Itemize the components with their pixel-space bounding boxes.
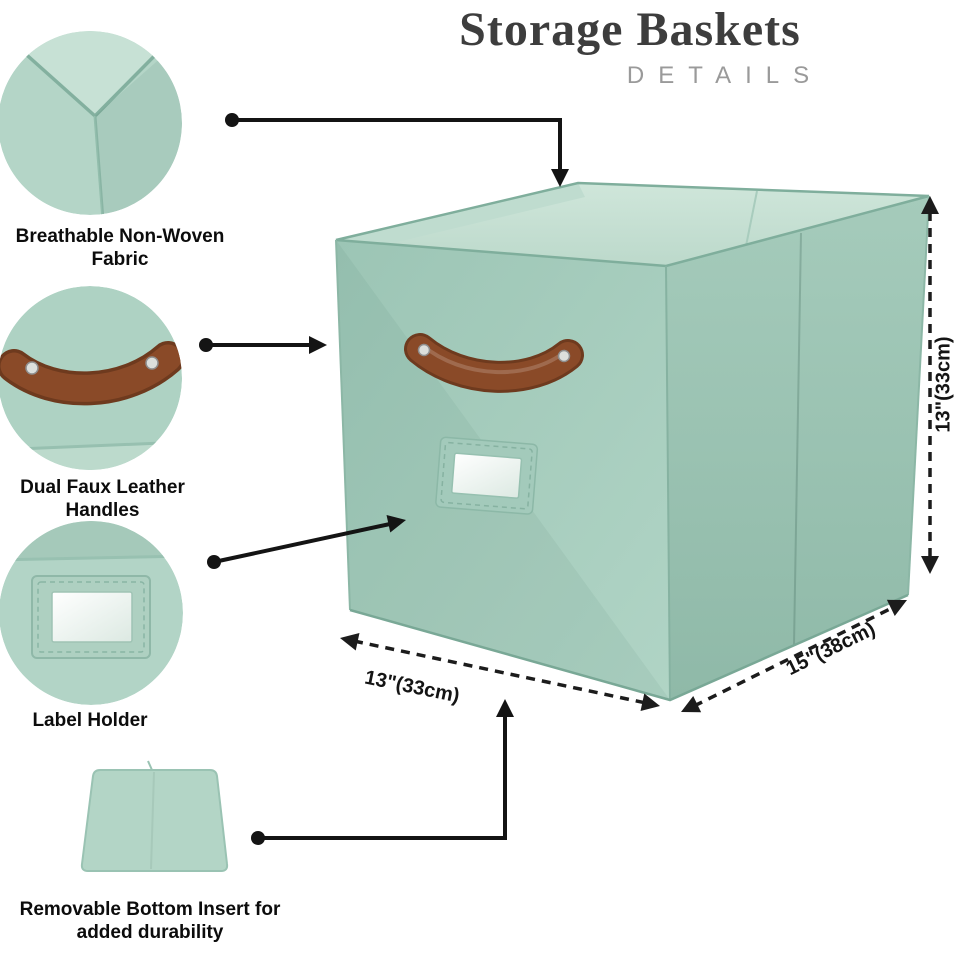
- callout-label-fabric: Breathable Non-Woven Fabric: [15, 226, 225, 271]
- box-front-left-edge: [335, 239, 351, 611]
- box-handle: [404, 333, 584, 393]
- arrow-fabric: [225, 113, 569, 187]
- closeup-rivet-left: [25, 361, 39, 375]
- callout-label-handles: Dual Faux Leather Handles: [20, 477, 185, 522]
- box-back-right-edge: [907, 195, 930, 596]
- callout-label-closeup: [0, 521, 183, 705]
- callout-fabric-closeup: [0, 31, 182, 215]
- arrow-label-holder: [207, 514, 406, 569]
- dimension-arrows: [340, 196, 939, 713]
- dimension-label-height: 13"(33cm): [932, 336, 955, 433]
- arrow-bottom-insert: [251, 699, 514, 845]
- dimension-arrow-height: [921, 196, 939, 574]
- callout-handle-closeup: [0, 286, 182, 470]
- box-bottom-edges: [349, 593, 909, 702]
- box-right-face: [666, 196, 929, 700]
- arrow-handle: [199, 336, 327, 354]
- closeup-rivet-right: [145, 356, 159, 370]
- handle-rivet-left: [417, 343, 431, 357]
- page-subtitle: DETAILS: [626, 62, 824, 89]
- dimension-arrow-depth: [681, 599, 907, 713]
- callout-label-bottom-insert: Removable Bottom Insert for added durabi…: [19, 899, 281, 944]
- box-interior-left-lip: [336, 183, 585, 254]
- callout-label-label-holder: Label Holder: [32, 710, 148, 731]
- box-label-holder: [435, 436, 539, 515]
- storage-box: [335, 181, 930, 702]
- handle-rivet-right: [557, 349, 571, 363]
- page-title: Storage Baskets: [459, 3, 801, 56]
- box-interior: [336, 183, 929, 266]
- box-front-right-edge: [665, 265, 671, 701]
- dimension-arrow-width: [340, 632, 660, 712]
- bottom-insert-graphic: [80, 760, 229, 872]
- callout-arrows: [199, 113, 569, 845]
- box-side-seam: [793, 232, 802, 646]
